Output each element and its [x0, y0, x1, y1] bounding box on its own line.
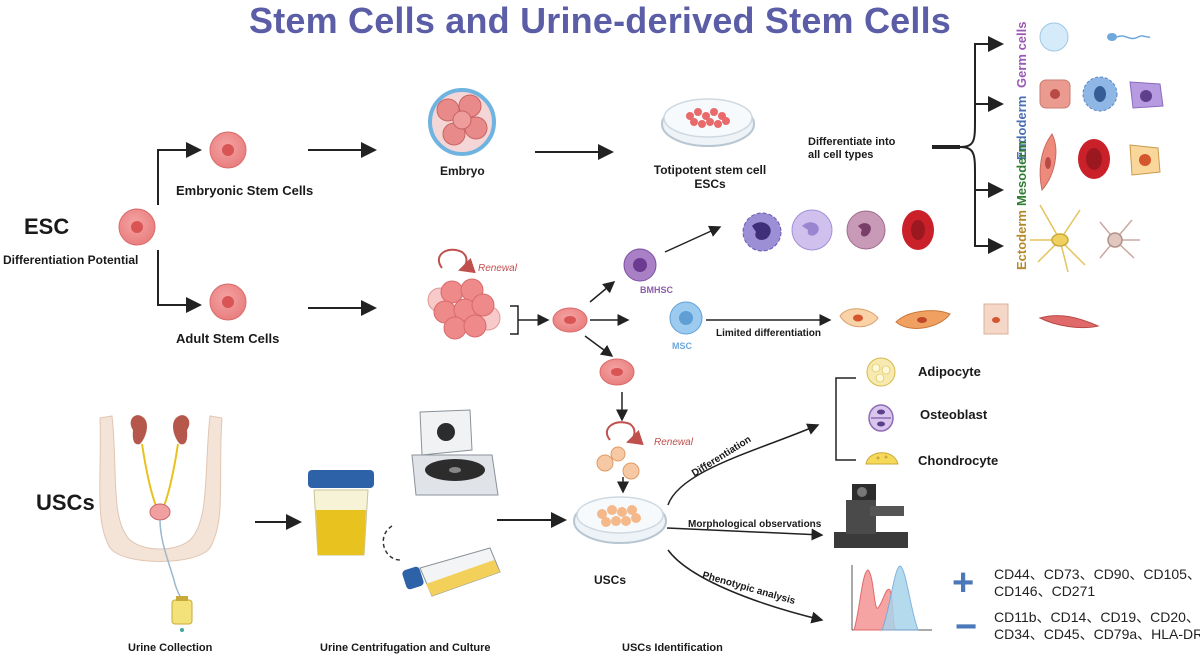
adipocyte-label: Adipocyte: [918, 364, 981, 379]
germ-layer-mesoderm: Mesoderm: [1014, 140, 1029, 206]
chondrocyte-icon: [865, 452, 899, 465]
bmhsc-cell-icon: [623, 248, 657, 282]
germ-layer-ectoderm: Ectoderm: [1014, 210, 1029, 270]
usc-cells-icons: [596, 446, 640, 480]
cluster-bracket: [510, 305, 548, 335]
msc-label: MSC: [672, 341, 692, 351]
adult-stem-cell-icon: [209, 283, 247, 321]
differentiate-label-line2: all cell types: [808, 149, 874, 161]
esc-branch-arrows: [157, 142, 202, 313]
esc-label: ESC: [24, 214, 70, 239]
cycle-arrow-icon: [382, 525, 401, 561]
centrifuge-icon: [411, 409, 499, 496]
microscope-icon: [834, 484, 908, 548]
adult-single-cell-icon: [552, 307, 588, 333]
ectoderm-cells-icons: [1030, 204, 1140, 273]
usc-renewal-arrow-icon: [605, 421, 644, 446]
endoderm-cells-icons: [1039, 76, 1164, 112]
chondrocyte-label: Chondrocyte: [918, 453, 999, 468]
differentiation-bracket: [835, 377, 856, 461]
totipotent-label-line1: Totipotent stem cell: [653, 163, 767, 177]
page-title: Stem Cells and Urine-derived Stem Cells: [248, 0, 952, 41]
culture-flask-icon: [402, 547, 501, 597]
embryonic-stem-cell-icon: [209, 131, 247, 169]
esc-cell-icon: [118, 208, 156, 246]
osteoblast-icon: [868, 404, 894, 432]
flow-arrows: [255, 142, 960, 530]
flow-cytometry-plot: [851, 565, 932, 631]
germ-cells-icons: [1039, 22, 1151, 52]
urine-centrifugation-label: Urine Centrifugation and Culture: [320, 642, 491, 654]
petri-dish-escs-icon: [661, 98, 755, 147]
adult-branch-arrows: [584, 225, 832, 494]
morphological-observations-label: Morphological observations: [688, 519, 822, 530]
renewal-label: Renewal: [478, 263, 517, 274]
osteoblast-label: Osteoblast: [920, 407, 988, 422]
embryonic-stem-cells-label: Embryonic Stem Cells: [176, 183, 314, 198]
msc-cell-icon: [669, 301, 703, 335]
limited-differentiation-label: Limited differentiation: [716, 328, 821, 339]
bmhsc-label: BMHSC: [640, 285, 673, 295]
usc-petri-dish-icon: [573, 496, 667, 544]
differentiate-label-line1: Differentiate into: [808, 136, 896, 148]
usc-precursor-cell-icon: [599, 358, 635, 386]
embryo-icon: [428, 88, 496, 156]
positive-markers-line2: CD146、CD271: [994, 583, 1096, 599]
positive-markers-icon: +: [952, 562, 975, 604]
usc-identification-arrows: [666, 423, 824, 624]
uscs-dish-label: USCs: [594, 573, 627, 587]
msc-products-icons: [839, 303, 1100, 335]
urinary-system-icon: [99, 415, 223, 632]
adult-cell-cluster-icon: [427, 278, 501, 340]
usc-renewal-label: Renewal: [654, 437, 693, 448]
negative-markers-icon: −: [955, 606, 978, 648]
blood-cells-icons: [742, 209, 934, 252]
negative-markers-line1: CD11b、CD14、CD19、CD20、: [994, 609, 1200, 625]
negative-markers-line2: CD34、CD45、CD79a、HLA-DR: [994, 626, 1200, 642]
differentiation-potential-label: Differentiation Potential: [3, 253, 139, 267]
uscs-label: USCs: [36, 490, 95, 515]
urine-collection-label: Urine Collection: [128, 642, 213, 654]
embryo-label: Embryo: [440, 164, 485, 178]
adult-stem-cells-label: Adult Stem Cells: [176, 331, 280, 346]
mesoderm-cells-icons: [1039, 133, 1161, 192]
totipotent-label-line2: ESCs: [694, 177, 726, 191]
positive-markers-line1: CD44、CD73、CD90、CD105、: [994, 566, 1200, 582]
renewal-arrow-icon: [437, 248, 476, 274]
germ-layer-germ-cells: Germ cells: [1014, 21, 1029, 89]
adipocyte-icon: [866, 357, 896, 387]
germ-layer-brace: [959, 36, 1004, 254]
uscs-identification-label: USCs Identification: [622, 642, 723, 654]
urine-cup-icon: [308, 470, 374, 556]
